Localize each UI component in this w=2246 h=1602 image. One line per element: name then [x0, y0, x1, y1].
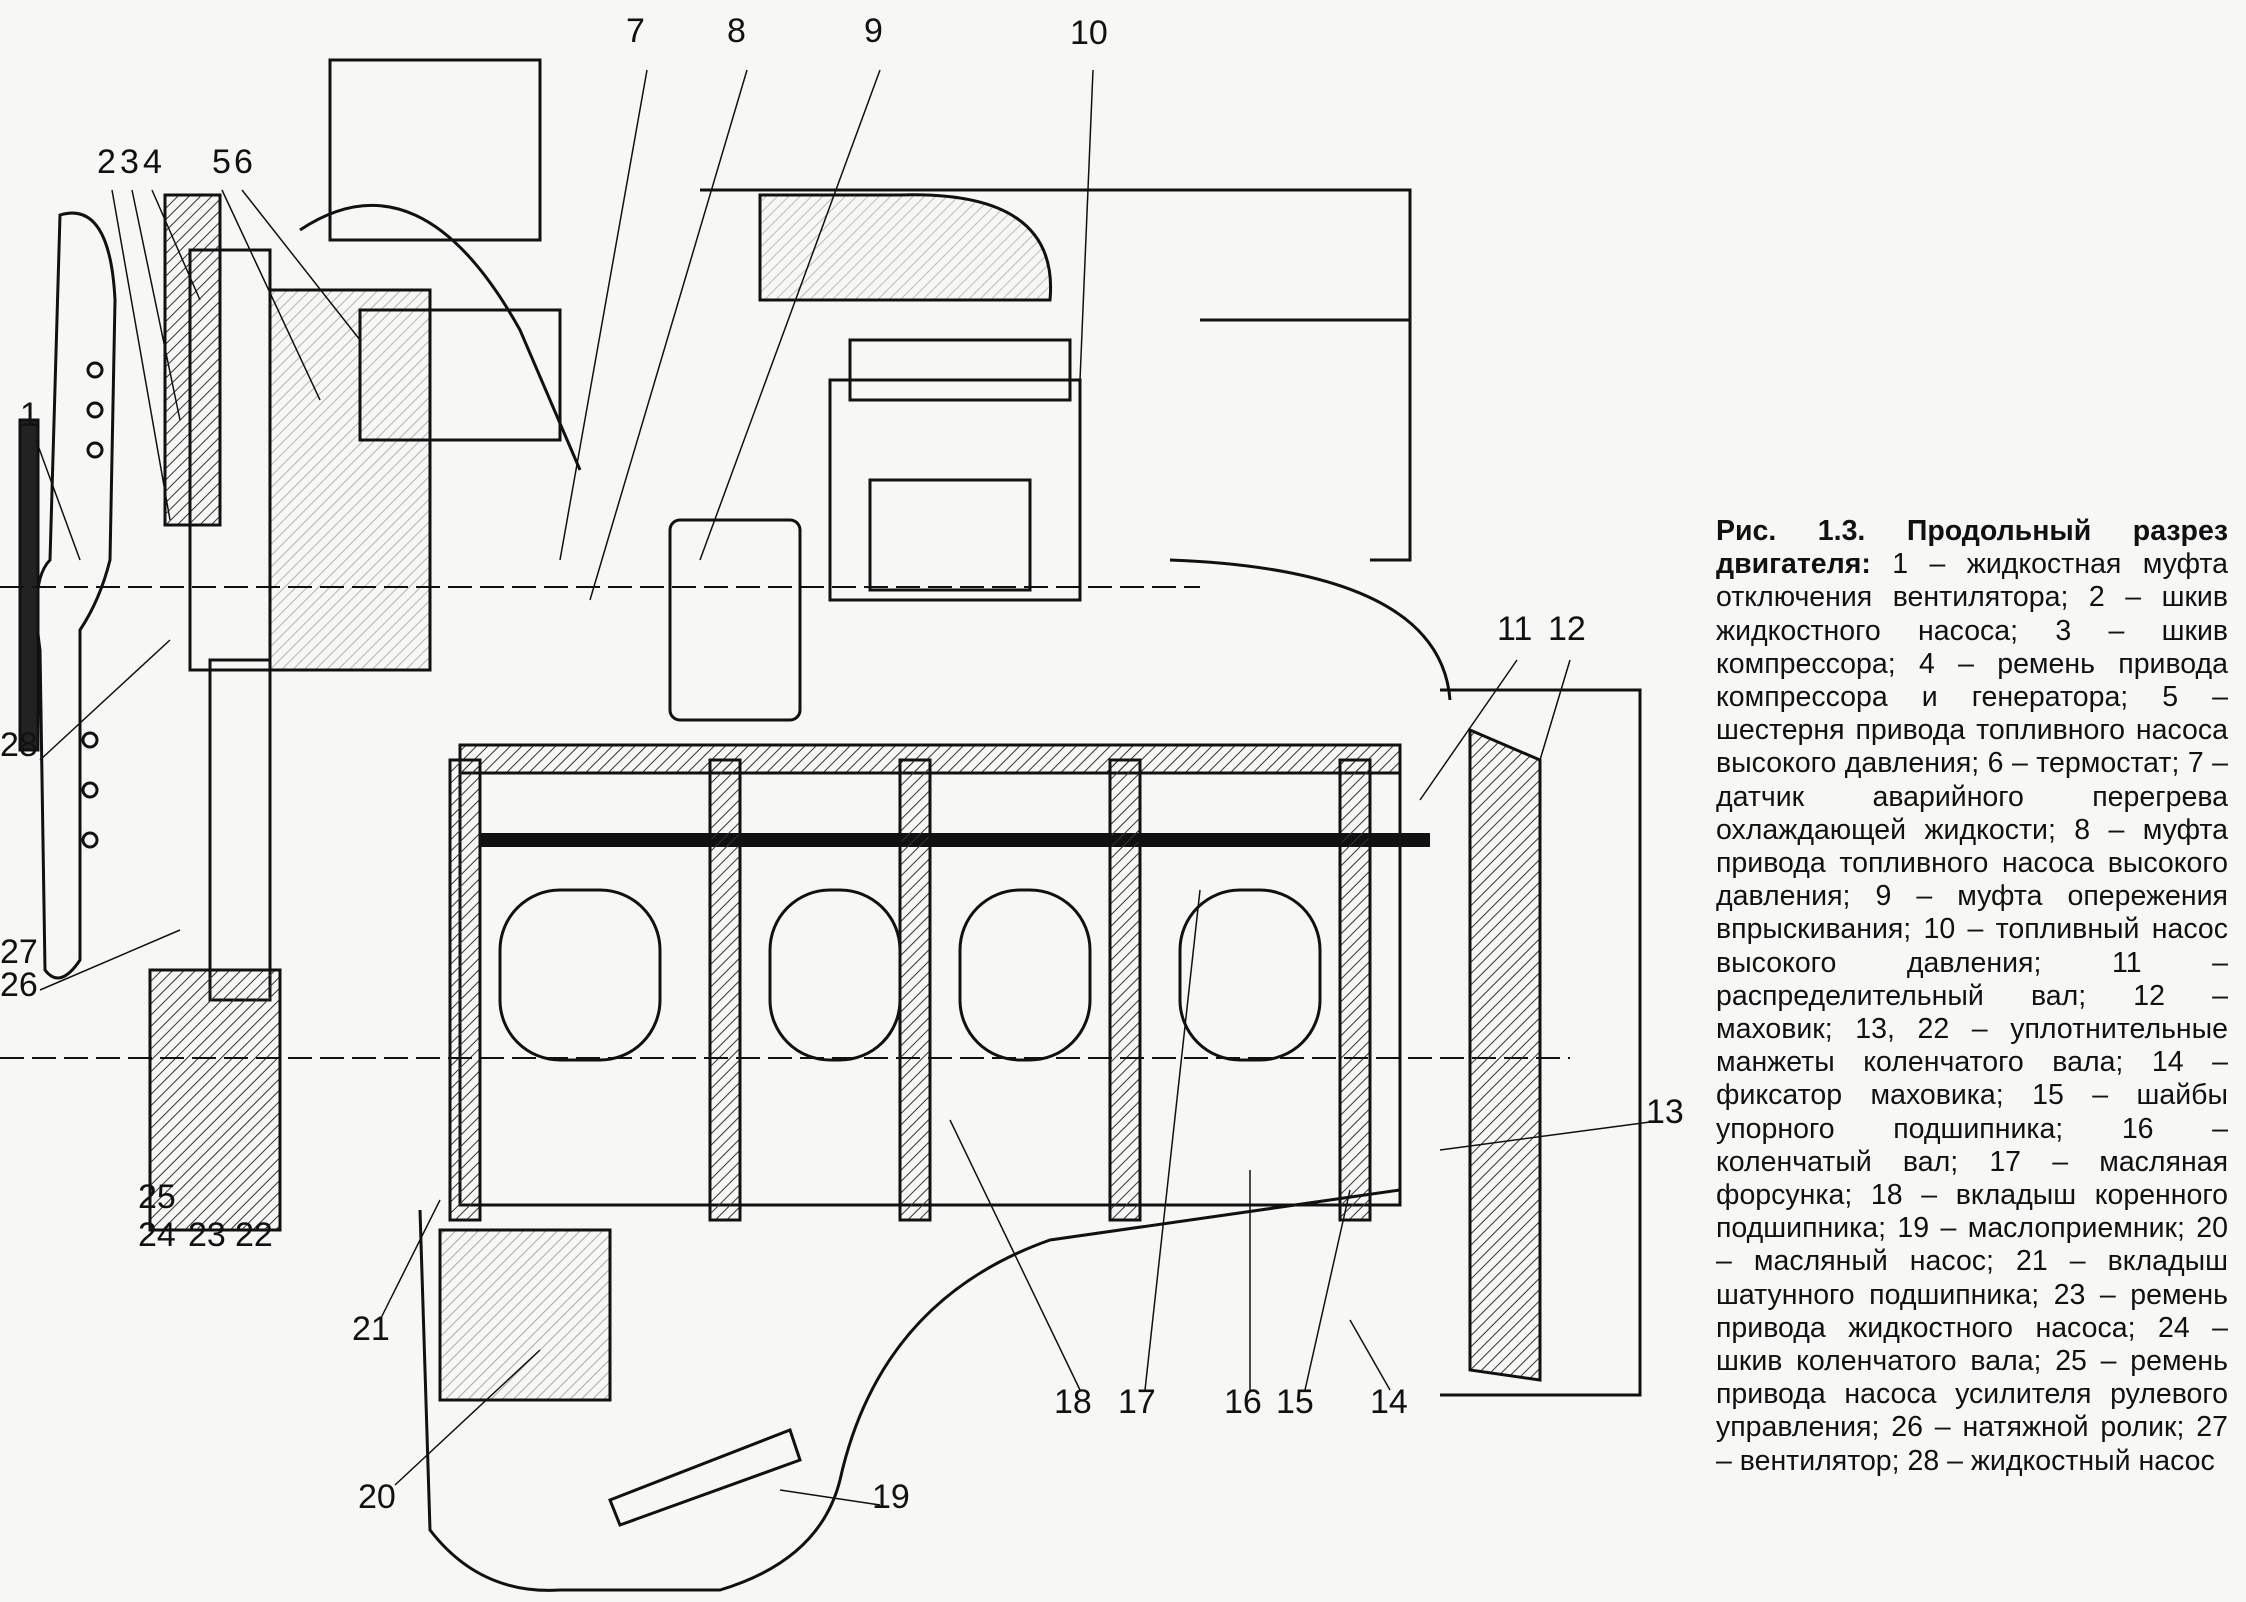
callout-4: 4 [143, 143, 162, 181]
callout-14: 14 [1370, 1383, 1408, 1421]
fan [18, 211, 117, 980]
callout-11: 11 [1497, 610, 1533, 648]
callout-18: 18 [1054, 1383, 1092, 1421]
callout-22: 22 [235, 1216, 273, 1254]
oil-pan [418, 1188, 1401, 1592]
callout-24: 24 [138, 1216, 176, 1254]
callout-2: 2 [97, 143, 116, 181]
callout-28: 28 [0, 726, 38, 764]
callout-25: 25 [138, 1178, 176, 1216]
engine-section-drawing [0, 58, 1651, 1592]
water-pump-housing [268, 58, 582, 672]
flywheel-housing [1440, 688, 1642, 1397]
callout-6: 6 [234, 143, 253, 181]
callout-3: 3 [120, 143, 139, 181]
callout-7: 7 [626, 12, 645, 50]
pulleys [148, 193, 282, 1232]
caption-title: Рис. 1.3. Продольный разрез двигателя: [1716, 515, 2228, 581]
callout-8: 8 [727, 12, 746, 50]
callout-23: 23 [188, 1216, 226, 1254]
callout-17: 17 [1118, 1383, 1156, 1421]
caption-legend: 1 – жидкостная муфта отключения вентилят… [1716, 548, 2228, 1477]
callout-26: 26 [0, 966, 38, 1004]
figure-caption: Рис. 1.3. Продольный разрез двигателя: 1… [1716, 515, 2228, 1478]
callout-9: 9 [864, 12, 883, 50]
callout-5: 5 [212, 143, 231, 181]
callout-20: 20 [358, 1478, 396, 1516]
intake-manifold [700, 188, 1452, 701]
callout-1: 1 [20, 396, 39, 434]
callout-15: 15 [1276, 1383, 1314, 1421]
callout-12: 12 [1548, 610, 1586, 648]
leader-lines [35, 69, 1651, 1506]
callout-19: 19 [872, 1478, 910, 1516]
fuel-pump [668, 338, 1082, 722]
callout-27: 27 [0, 933, 38, 971]
callout-10: 10 [1070, 14, 1108, 52]
callout-13: 13 [1646, 1093, 1684, 1131]
callout-16: 16 [1224, 1383, 1262, 1421]
callout-21: 21 [352, 1310, 390, 1348]
cylinder-block [0, 586, 1570, 1222]
